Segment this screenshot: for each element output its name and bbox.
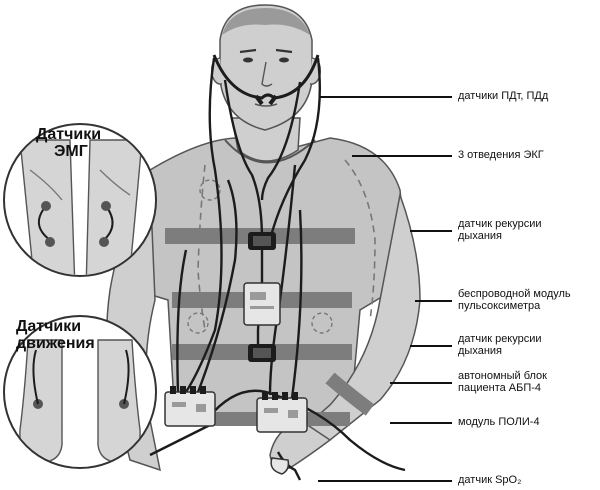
label-resp2-line1: датчик рекурсии bbox=[458, 333, 542, 345]
emg-title-line2: ЭМГ bbox=[54, 143, 88, 160]
label-resp1-line1: датчик рекурсии bbox=[458, 218, 542, 230]
leader-line-resp1 bbox=[410, 230, 452, 232]
movement-inset bbox=[3, 315, 157, 469]
leader-line-oxi bbox=[415, 300, 452, 302]
label-poli: модуль ПОЛИ-4 bbox=[458, 416, 540, 428]
device-box bbox=[164, 282, 308, 433]
label-resp1-line2: дыхания bbox=[458, 230, 502, 242]
label-abp-line1: автономный блок bbox=[458, 370, 547, 382]
leader-line-poli bbox=[390, 422, 452, 424]
motion-title-line1: Датчики bbox=[16, 318, 82, 335]
leader-line-pdt bbox=[320, 96, 452, 98]
label-oxi-line1: беспроводной модуль bbox=[458, 288, 571, 300]
emg-inset bbox=[3, 123, 157, 277]
emg-title-line1: Датчики bbox=[36, 126, 102, 143]
label-abp-line2: пациента АБП-4 bbox=[458, 382, 542, 394]
label-resp2-line2: дыхания bbox=[458, 345, 502, 357]
spo2-clip bbox=[270, 457, 290, 475]
label-pdt: датчики ПДт, ПДд bbox=[458, 90, 549, 102]
clip bbox=[248, 232, 276, 362]
leader-line-spo2 bbox=[318, 480, 452, 482]
label-oxi-line2: пульсоксиметра bbox=[458, 300, 541, 312]
leader-line-ekg bbox=[352, 155, 452, 157]
head bbox=[210, 4, 322, 131]
label-ekg: 3 отведения ЭКГ bbox=[458, 149, 544, 161]
leader-line-abp bbox=[390, 382, 452, 384]
leader-line-resp2 bbox=[410, 345, 452, 347]
label-spo2: датчик SpO₂ bbox=[458, 474, 522, 486]
motion-title-line2: движения bbox=[16, 335, 95, 352]
